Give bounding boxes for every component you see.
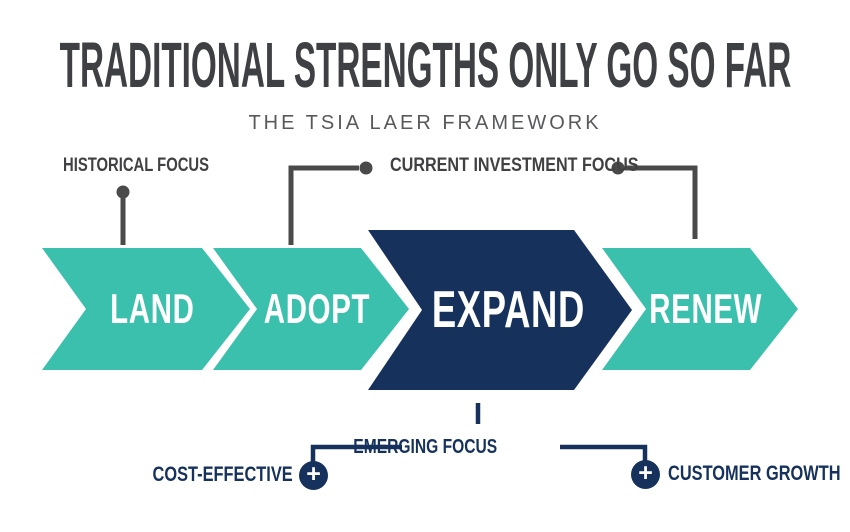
stage-renew: RENEW bbox=[602, 248, 798, 370]
stage-adopt-label: ADOPT bbox=[263, 285, 371, 332]
stage-renew-label: RENEW bbox=[649, 285, 763, 332]
connector-dot-icon bbox=[611, 161, 625, 175]
customer-growth-bracket-line bbox=[560, 444, 648, 462]
connector-dot-icon bbox=[359, 161, 373, 175]
connector-dot-icon bbox=[116, 185, 130, 199]
plus-icon: + bbox=[631, 460, 660, 489]
adopt-bracket-line bbox=[288, 165, 359, 245]
customer-growth-label: CUSTOMER GROWTH bbox=[668, 462, 841, 485]
emerging-focus-row: EMERGING FOCUS bbox=[0, 437, 850, 457]
subheader: THE TSIA LAER FRAMEWORK bbox=[0, 110, 850, 136]
page-subtitle: THE TSIA LAER FRAMEWORK bbox=[248, 111, 602, 134]
cost-effective-label: COST-EFFECTIVE bbox=[152, 463, 293, 486]
emerging-focus-label: EMERGING FOCUS bbox=[353, 436, 497, 458]
cost-effective-bracket-line bbox=[310, 444, 402, 463]
page-title: TRADITIONAL STRENGTHS ONLY GO SO FAR bbox=[59, 29, 791, 101]
renew-bracket-line bbox=[625, 165, 698, 239]
header: TRADITIONAL STRENGTHS ONLY GO SO FAR bbox=[0, 29, 850, 101]
historical-focus-label: HISTORICAL FOCUS bbox=[63, 155, 210, 176]
stage-land-label: LAND bbox=[109, 285, 195, 332]
stage-adopt: ADOPT bbox=[213, 248, 409, 370]
current-investment-focus-label: CURRENT INVESTMENT FOCUS bbox=[390, 155, 639, 176]
plus-icon: + bbox=[299, 461, 328, 490]
stage-expand-label: EXPAND bbox=[431, 281, 585, 339]
